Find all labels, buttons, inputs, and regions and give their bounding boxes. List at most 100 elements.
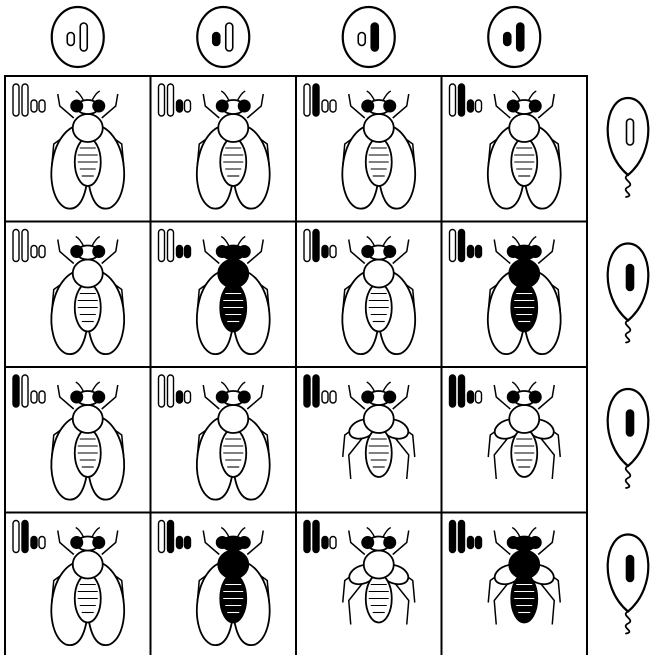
gamete-side (608, 98, 649, 197)
genotype-mark-light (304, 230, 310, 262)
genotype-mark-dark (468, 537, 474, 549)
fly-eye (93, 391, 105, 403)
fly-antenna (237, 528, 245, 538)
fly-eye (93, 246, 105, 258)
genotype-mark-light (322, 391, 328, 403)
fly-antenna (92, 382, 100, 392)
genotype-mark-dark (313, 84, 319, 116)
fly-eye (238, 100, 250, 112)
genotype-mark-light (304, 84, 310, 116)
genotype-mark-light (330, 100, 336, 112)
genotype-mark-light (168, 375, 174, 407)
genotype-mark-light (450, 230, 456, 262)
fly-thorax (364, 114, 394, 142)
gamete-circle (197, 7, 249, 67)
punnett-cell (13, 521, 124, 646)
genotype-mark-dark (13, 375, 19, 407)
gamete-circle (52, 7, 104, 67)
gamete-tail (626, 612, 631, 634)
genotype-mark-light (31, 100, 37, 112)
fly-eye (529, 246, 541, 258)
fly-thorax (73, 405, 103, 433)
fly-antenna (76, 382, 84, 392)
punnett-cell (159, 521, 270, 646)
fly-antenna (383, 237, 391, 247)
fly-antenna (221, 528, 229, 538)
fly-antenna (528, 237, 536, 247)
genotype-mark-dark (177, 391, 183, 403)
genotype-mark-light (185, 100, 191, 112)
gamete-tail (626, 321, 631, 343)
fly-antenna (76, 91, 84, 101)
genotype-mark-light (39, 537, 45, 549)
fly-leg (349, 435, 365, 479)
genotype-mark-light (39, 246, 45, 258)
genotype-mark-light (330, 246, 336, 258)
fly-antenna (237, 382, 245, 392)
fly-antenna (76, 528, 84, 538)
punnett-cell (159, 84, 270, 209)
fly-thorax (218, 260, 248, 288)
genotype-mark-light (159, 230, 165, 262)
fly-antenna (512, 528, 520, 538)
genotype-mark-light (13, 521, 19, 553)
punnett-cell (159, 375, 270, 500)
fly-leg (494, 435, 510, 479)
genotype-mark-dark (459, 375, 465, 407)
fly-thorax (73, 260, 103, 288)
punnett-cell (304, 230, 415, 355)
gamete-top (343, 7, 395, 67)
genotype-mark-light (22, 84, 28, 116)
fly-thorax (364, 551, 394, 579)
fly-eye (507, 246, 519, 258)
genotype-mark-dark (476, 246, 482, 258)
genotype-mark-light (450, 84, 456, 116)
genotype-mark-dark (322, 537, 328, 549)
genotype-mark-dark (304, 521, 310, 553)
genotype-mark-dark (468, 100, 474, 112)
fly-thorax (218, 551, 248, 579)
genotype-mark-dark (304, 375, 310, 407)
fly-eye (71, 246, 83, 258)
fly-thorax (364, 405, 394, 433)
genotype-mark-dark (313, 230, 319, 262)
gamete-top (488, 7, 540, 67)
fly-thorax (73, 551, 103, 579)
genotype-mark-light (168, 230, 174, 262)
fly-leg (393, 581, 409, 625)
fly-eye (384, 246, 396, 258)
genotype-mark-light (159, 521, 165, 553)
fly-leg (538, 435, 554, 479)
fly-leg (494, 581, 510, 625)
gamete-tail (626, 175, 631, 197)
genotype-mark-dark (177, 246, 183, 258)
fly-antenna (512, 237, 520, 247)
genotype-mark-light (476, 391, 482, 403)
punnett-cell (450, 230, 561, 355)
punnett-cell (13, 230, 124, 355)
fly-leg (538, 581, 554, 625)
genotype-mark-dark (468, 391, 474, 403)
genotype-mark-light (159, 375, 165, 407)
fly-eye (507, 391, 519, 403)
fly-eye (362, 391, 374, 403)
genotype-mark-light (13, 84, 19, 116)
genotype-mark-light (330, 537, 336, 549)
genotype-mark-light (31, 391, 37, 403)
fly-antenna (528, 382, 536, 392)
chromosome-dark (213, 33, 220, 46)
genotype-mark-dark (450, 375, 456, 407)
fly-eye (384, 537, 396, 549)
genotype-mark-dark (22, 521, 28, 553)
gamete-top (197, 7, 249, 67)
punnett-cell (450, 375, 561, 479)
fly-eye (93, 100, 105, 112)
chromosome-dark (517, 23, 524, 51)
fly-eye (216, 391, 228, 403)
fly-antenna (367, 91, 375, 101)
chromosome-dark (371, 23, 378, 51)
genotype-mark-dark (476, 537, 482, 549)
fly-eye (384, 100, 396, 112)
genotype-mark-light (168, 84, 174, 116)
fly-antenna (512, 91, 520, 101)
